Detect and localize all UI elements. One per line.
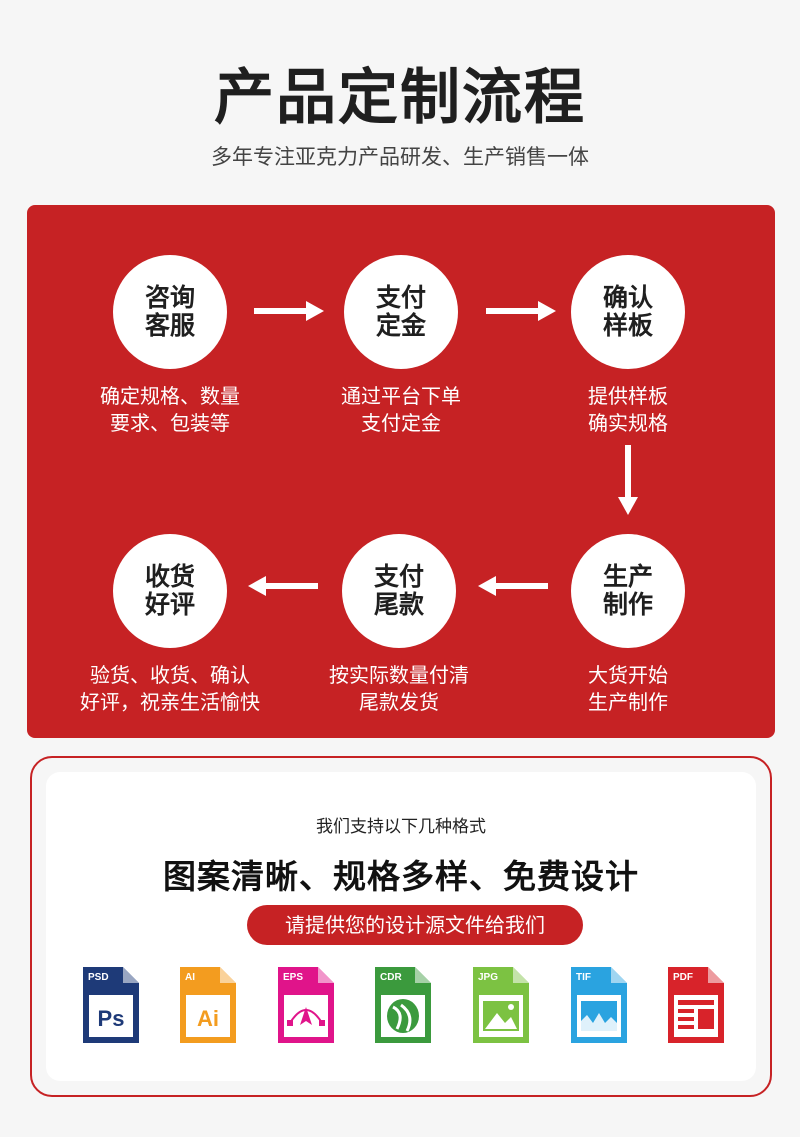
process-panel: 咨询客服 确定规格、数量 要求、包装等 支付定金 通过平台下单 支付定金 确认样… — [27, 205, 775, 738]
step-confirm-sample: 确认样板 提供样板 确实规格 — [513, 255, 743, 437]
formats-headline: 图案清晰、规格多样、免费设计 — [163, 857, 639, 896]
step-production: 生产制作 大货开始 生产制作 — [513, 534, 743, 716]
step-final-payment: 支付尾款 按实际数量付清 尾款发货 — [284, 534, 514, 716]
step-title: 生产制作 — [602, 562, 653, 619]
step-description: 确定规格、数量 要求、包装等 — [55, 383, 285, 437]
file-tag: AI — [185, 972, 195, 983]
step-desc-line: 通过平台下单 — [341, 384, 461, 408]
arrow-right-icon — [254, 301, 324, 321]
step-receive-review: 收货好评 验货、收货、确认 好评，祝亲生活愉快 — [55, 534, 285, 716]
step-desc-line: 生产制作 — [588, 690, 668, 714]
step-circle: 支付尾款 — [342, 534, 456, 648]
file-tag: PSD — [88, 972, 109, 983]
step-desc-line: 尾款发货 — [359, 690, 439, 714]
file-tag: JPG — [478, 972, 498, 983]
step-circle: 咨询客服 — [113, 255, 227, 369]
tif-file-icon: TIF — [571, 967, 627, 1043]
step-circle: 确认样板 — [571, 255, 685, 369]
step-desc-line: 支付定金 — [361, 411, 441, 435]
step-desc-line: 好评，祝亲生活愉快 — [80, 690, 260, 714]
step-description: 验货、收货、确认 好评，祝亲生活愉快 — [55, 662, 285, 716]
source-file-pill: 请提供您的设计源文件给我们 — [247, 905, 583, 945]
step-desc-line: 要求、包装等 — [110, 411, 230, 435]
file-tag: PDF — [673, 972, 693, 983]
step-description: 提供样板 确实规格 — [513, 383, 743, 437]
file-tag: TIF — [576, 972, 591, 983]
eps-file-icon: EPS — [278, 967, 334, 1043]
step-circle: 支付定金 — [344, 255, 458, 369]
file-tag: EPS — [283, 972, 303, 983]
cdr-file-icon: CDR — [375, 967, 431, 1043]
step-desc-line: 验货、收货、确认 — [90, 663, 250, 687]
formats-card: 我们支持以下几种格式 图案清晰、规格多样、免费设计 请提供您的设计源文件给我们 … — [30, 756, 772, 1097]
page-subtitle: 多年专注亚克力产品研发、生产销售一体 — [211, 145, 589, 169]
page-title: 产品定制流程 — [214, 63, 586, 133]
step-consult: 咨询客服 确定规格、数量 要求、包装等 — [55, 255, 285, 437]
arrow-down-icon — [618, 445, 638, 515]
file-label: Ai — [197, 1006, 219, 1031]
step-title: 支付定金 — [375, 283, 426, 340]
arrow-left-icon — [248, 576, 318, 596]
step-desc-line: 按实际数量付清 — [329, 663, 469, 687]
psd-file-icon: PSD Ps — [83, 967, 139, 1043]
support-text: 我们支持以下几种格式 — [316, 817, 486, 837]
step-description: 通过平台下单 支付定金 — [286, 383, 516, 437]
file-label: Ps — [98, 1006, 125, 1031]
file-tag: CDR — [380, 972, 402, 983]
step-desc-line: 提供样板 — [588, 384, 668, 408]
step-title: 确认样板 — [602, 283, 653, 340]
jpg-file-icon: JPG — [473, 967, 529, 1043]
step-description: 大货开始 生产制作 — [513, 662, 743, 716]
formats-card-inner: 我们支持以下几种格式 图案清晰、规格多样、免费设计 请提供您的设计源文件给我们 … — [46, 772, 756, 1081]
step-desc-line: 确实规格 — [588, 411, 668, 435]
step-deposit: 支付定金 通过平台下单 支付定金 — [286, 255, 516, 437]
step-desc-line: 大货开始 — [588, 663, 668, 687]
arrow-left-icon — [478, 576, 548, 596]
ai-file-icon: AI Ai — [180, 967, 236, 1043]
step-desc-line: 确定规格、数量 — [100, 384, 240, 408]
step-title: 支付尾款 — [373, 562, 424, 619]
pdf-file-icon: PDF — [668, 967, 724, 1043]
step-title: 咨询客服 — [144, 283, 195, 340]
step-circle: 生产制作 — [571, 534, 685, 648]
format-icons: PSD Ps AI Ai EPS — [83, 967, 724, 1047]
arrow-right-icon — [486, 301, 556, 321]
step-description: 按实际数量付清 尾款发货 — [284, 662, 514, 716]
step-title: 收货好评 — [144, 562, 195, 619]
step-circle: 收货好评 — [113, 534, 227, 648]
